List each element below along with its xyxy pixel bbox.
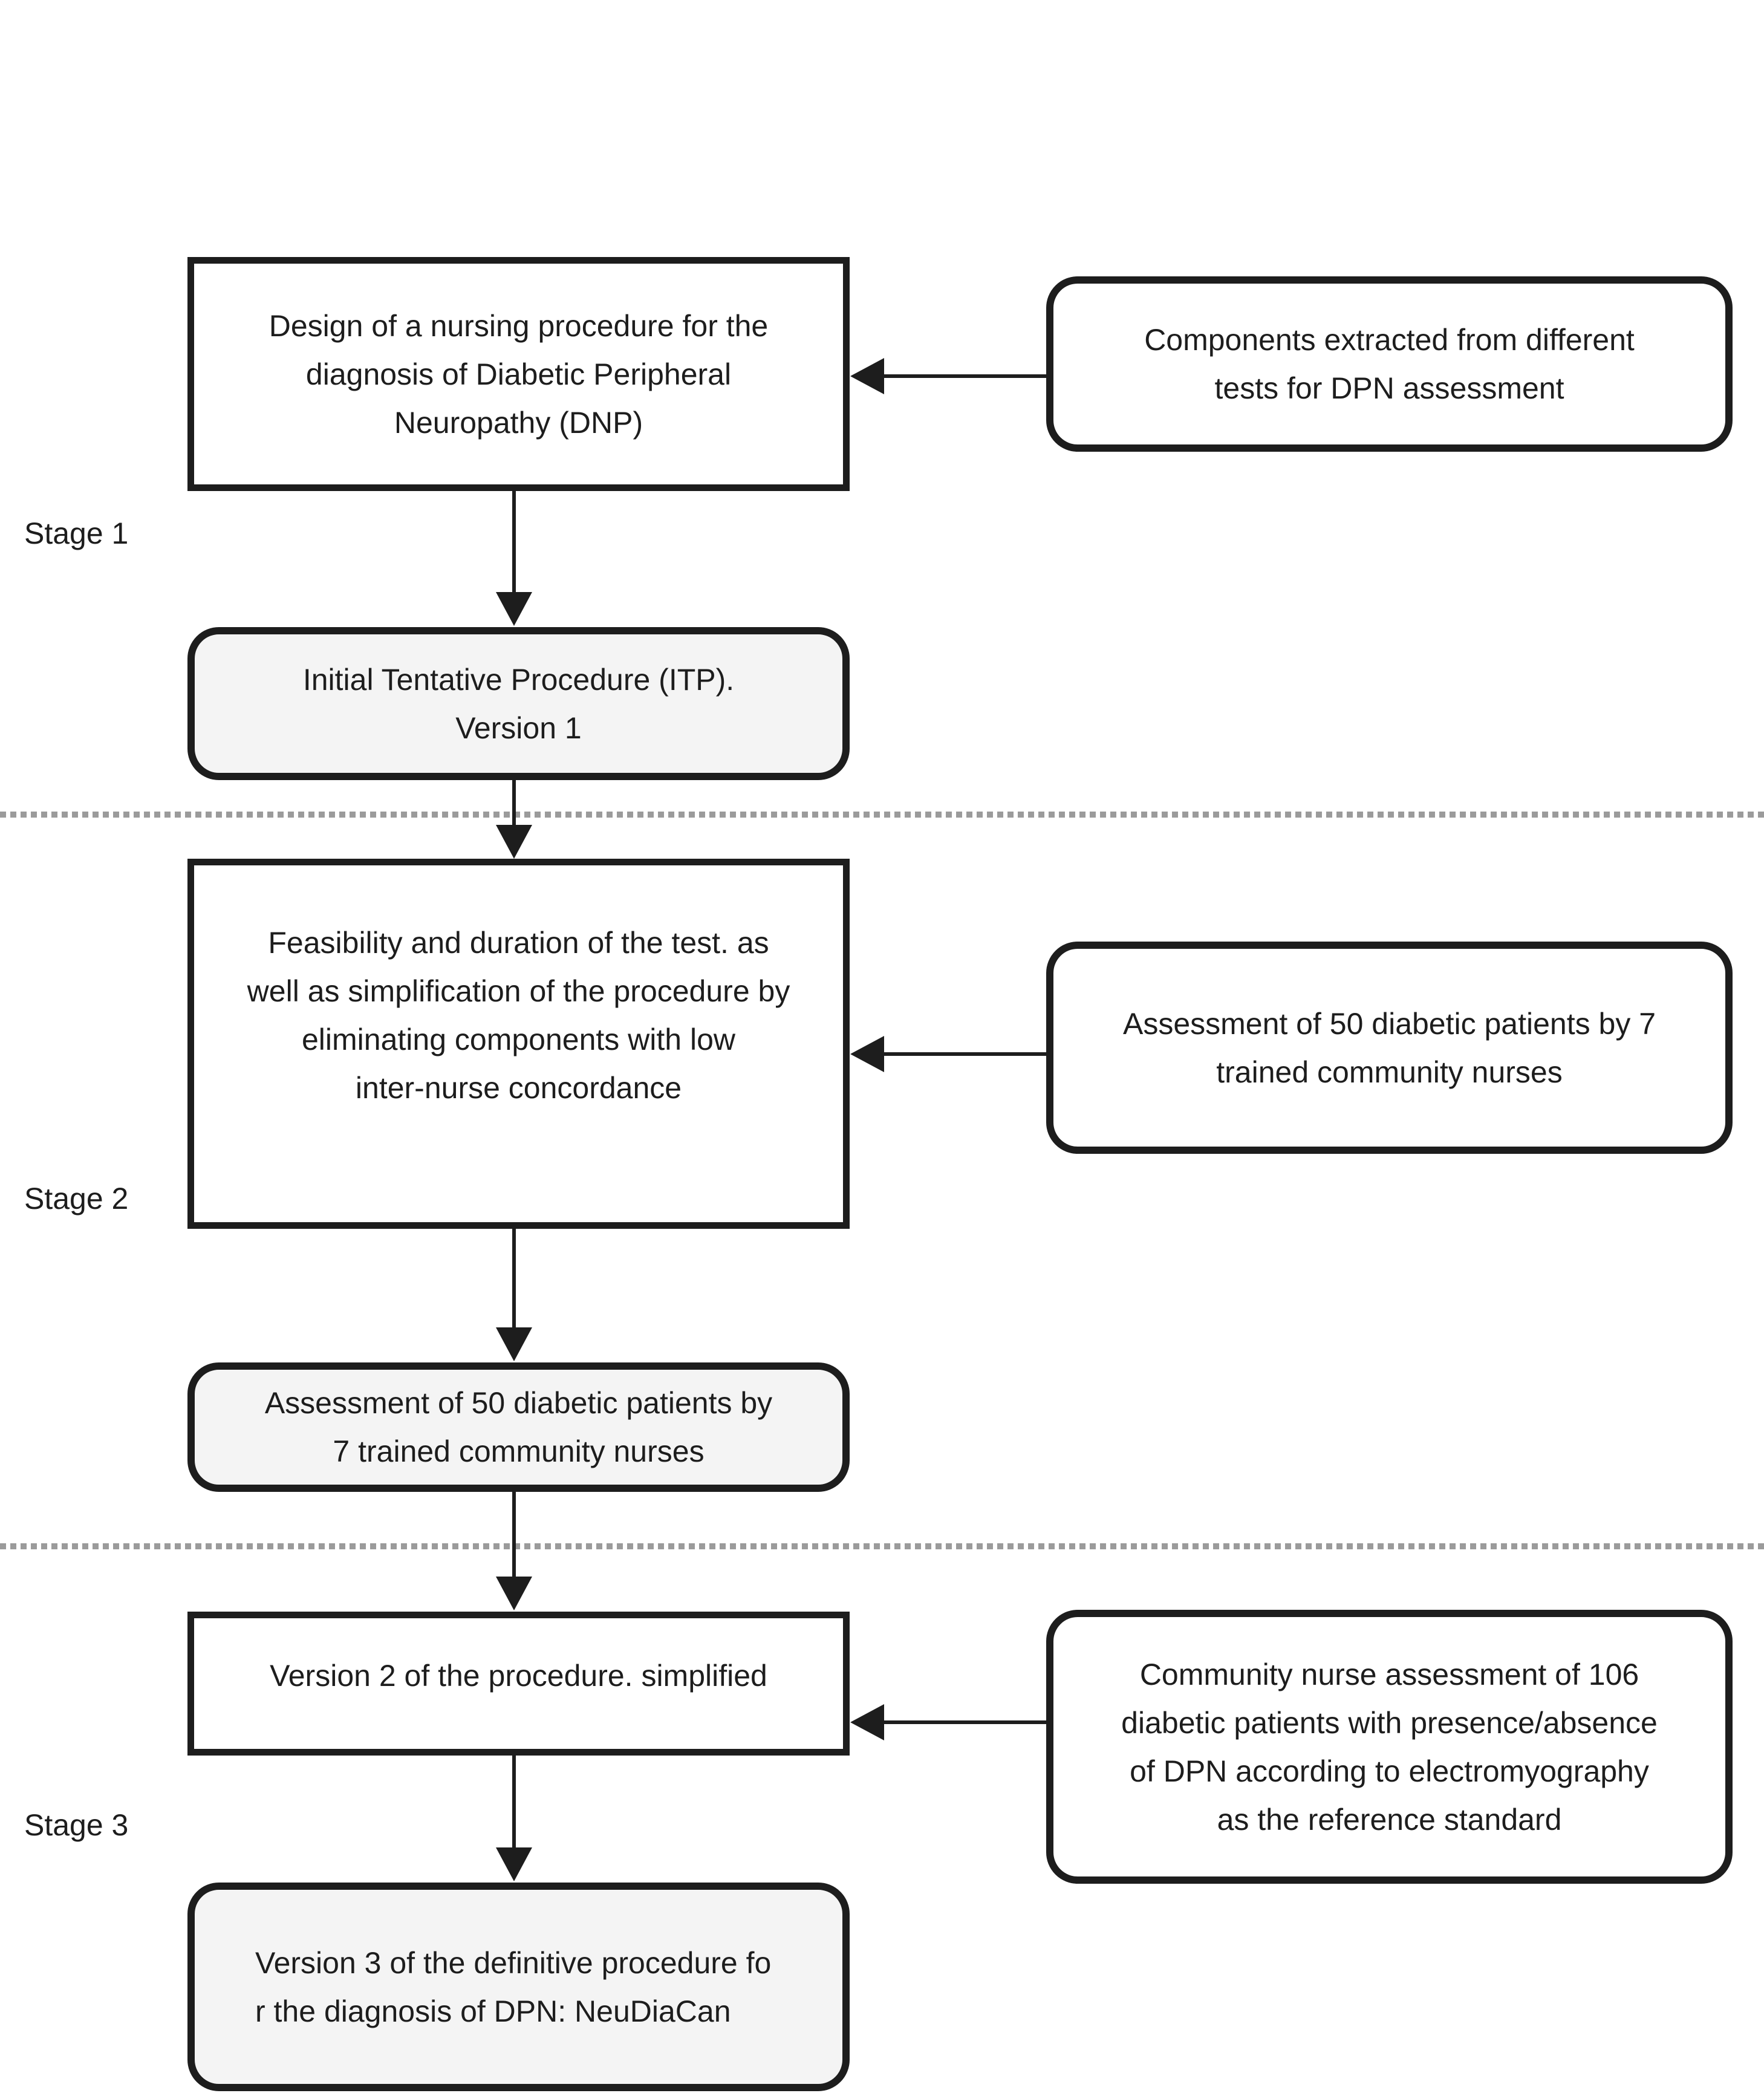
- stage-2-label: Stage 2: [24, 1182, 129, 1216]
- arrow-line: [512, 1229, 516, 1329]
- box-text-line: trained community nurses: [1216, 1055, 1563, 1089]
- stage-1-label: Stage 1: [24, 516, 129, 550]
- box-text-line: Neuropathy (DNP): [394, 405, 643, 440]
- box-text-line: of DPN according to electromyography: [1130, 1754, 1649, 1788]
- initial-tentative-procedure-box: Initial Tentative Procedure (ITP). Versi…: [187, 627, 850, 780]
- arrow-line: [512, 1492, 516, 1578]
- box-text-line: Community nurse assessment of 106: [1139, 1657, 1639, 1691]
- version2-box: Version 2 of the procedure. simplified: [187, 1612, 850, 1756]
- arrow-line: [883, 374, 1046, 378]
- box-text-line: Version 2 of the procedure. simplified: [270, 1659, 767, 1693]
- box-text-line: tests for DPN assessment: [1214, 371, 1564, 405]
- box-text-line: Components extracted from different: [1144, 323, 1635, 357]
- box-text-line: Design of a nursing procedure for the: [269, 308, 769, 343]
- box-text-line: well as simplification of the procedure …: [247, 974, 790, 1008]
- box-text-line: r the diagnosis of DPN: NeuDiaCan: [255, 1994, 731, 2028]
- assessment-result-box: Assessment of 50 diabetic patients by 7 …: [187, 1362, 850, 1492]
- box-text-line: Version 1: [455, 711, 582, 745]
- stage-divider-1: [0, 812, 1764, 818]
- arrowhead-left-icon: [850, 1704, 884, 1740]
- box-text-line: Version 3 of the definitive procedure fo: [255, 1945, 772, 1980]
- nurse-assessment-box: Assessment of 50 diabetic patients by 7 …: [1046, 942, 1733, 1154]
- box-text-line: inter-nurse concordance: [355, 1071, 682, 1105]
- arrowhead-down-icon: [496, 1847, 532, 1881]
- components-extracted-box: Components extracted from different test…: [1046, 276, 1733, 452]
- arrow-line: [512, 780, 516, 826]
- arrowhead-left-icon: [850, 358, 884, 394]
- arrowhead-down-icon: [496, 1327, 532, 1361]
- box-text-line: eliminating components with low: [301, 1023, 736, 1056]
- box-text-line: Feasibility and duration of the test. as: [268, 926, 769, 960]
- box-text-line: diabetic patients with presence/absence: [1121, 1705, 1658, 1740]
- arrow-line: [883, 1720, 1046, 1724]
- box-text-line: 7 trained community nurses: [333, 1434, 705, 1468]
- box-text-line: Initial Tentative Procedure (ITP).: [302, 662, 735, 697]
- box-text-line: as the reference standard: [1217, 1802, 1562, 1837]
- box-text-line: Assessment of 50 diabetic patients by 7: [1122, 1006, 1656, 1041]
- arrow-line: [512, 1756, 516, 1849]
- arrow-line: [512, 491, 516, 593]
- version3-neudiacan-box: Version 3 of the definitive procedure fo…: [187, 1883, 850, 2091]
- design-procedure-box: Design of a nursing procedure for the di…: [187, 257, 850, 491]
- arrowhead-down-icon: [496, 1577, 532, 1610]
- arrow-line: [883, 1052, 1046, 1056]
- feasibility-box: Feasibility and duration of the test. as…: [187, 859, 850, 1229]
- stage-3-label: Stage 3: [24, 1808, 129, 1842]
- arrowhead-down-icon: [496, 825, 532, 859]
- emg-assessment-box: Community nurse assessment of 106 diabet…: [1046, 1610, 1733, 1884]
- arrowhead-left-icon: [850, 1036, 884, 1072]
- arrowhead-down-icon: [496, 592, 532, 626]
- box-text-line: Assessment of 50 diabetic patients by: [264, 1386, 773, 1420]
- box-text-line: diagnosis of Diabetic Peripheral: [305, 357, 732, 391]
- stage-divider-2: [0, 1543, 1764, 1549]
